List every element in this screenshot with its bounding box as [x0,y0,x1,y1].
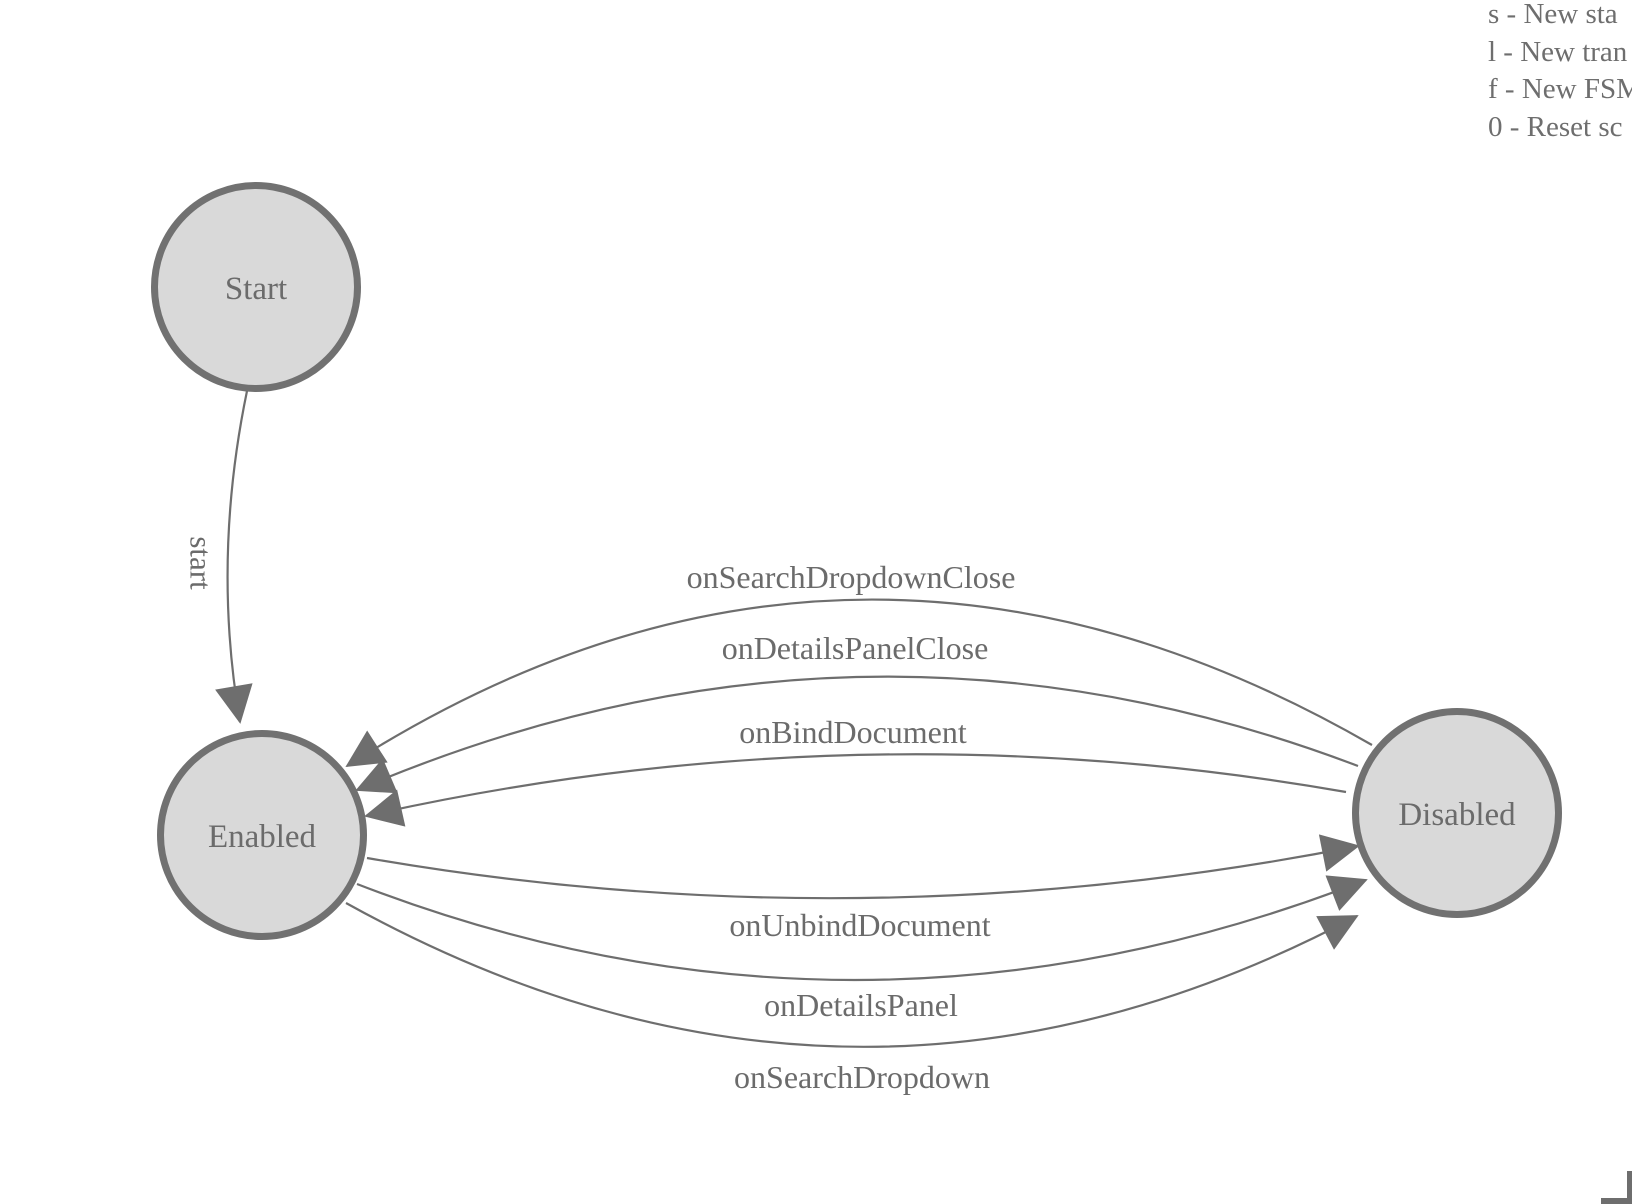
edge-label-on-unbind-document: onUnbindDocument [729,907,990,943]
legend-line-new-state: s - New sta [1488,0,1618,30]
state-circle-disabled[interactable] [1352,708,1562,918]
edge-on-details-panel [356,875,1368,982]
edge-label-on-search-dropdown: onSearchDropdown [734,1059,990,1095]
state-node-start[interactable]: Start [151,182,361,392]
state-circle-start[interactable] [151,182,361,392]
state-circle-enabled[interactable] [157,730,367,940]
resize-corner-vertical-bar[interactable] [1627,1171,1632,1204]
edges [215,390,1373,1048]
state-label-start: Start [225,271,287,307]
edge-on-search-dropdown [345,902,1359,1048]
state-node-disabled[interactable]: Disabled [1352,708,1562,918]
legend-line-new-fsm: f - New FSM [1488,73,1632,105]
edge-label-on-details-panel-close: onDetailsPanelClose [722,630,989,666]
keyboard-shortcuts-legend: s - New sta l - New tran f - New FSM 0 -… [1488,0,1632,146]
edge-on-search-dropdown-close [345,598,1373,768]
edge-on-bind-document [364,753,1347,827]
edge-start-to-enabled [215,390,253,724]
edge-on-details-panel-close [355,675,1359,794]
edge-labels: start onSearchDropdownClose onDetailsPan… [184,536,1016,1095]
edge-label-on-details-panel: onDetailsPanel [764,987,958,1023]
state-node-enabled[interactable]: Enabled [157,730,367,940]
resize-corner-handle[interactable] [1601,1171,1632,1204]
edge-label-start: start [184,536,219,590]
legend-line-new-transition: l - New tran [1488,35,1628,68]
state-label-enabled: Enabled [208,819,317,855]
resize-corner-horizontal-bar[interactable] [1601,1198,1632,1204]
edge-on-unbind-document [366,834,1360,900]
edge-label-on-search-dropdown-close: onSearchDropdownClose [687,559,1016,595]
legend-line-reset: 0 - Reset sc [1488,110,1623,143]
state-label-disabled: Disabled [1398,797,1516,833]
edge-label-on-bind-document: onBindDocument [739,714,967,750]
